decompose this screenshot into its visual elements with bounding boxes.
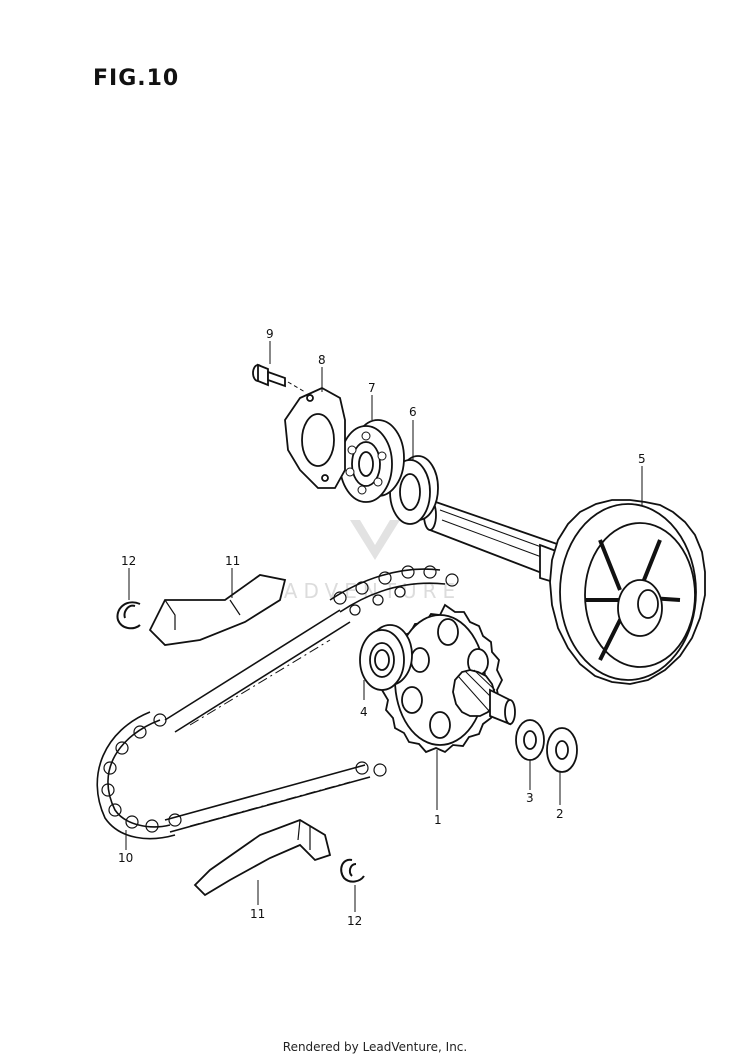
chain <box>96 565 459 840</box>
callout-1: 1 <box>434 813 442 827</box>
callout-5: 5 <box>638 452 646 466</box>
callout-12-lower: 12 <box>347 914 362 928</box>
chain-guide-upper <box>148 574 287 646</box>
washers <box>515 719 578 773</box>
figure-title: FIG.10 <box>93 66 180 91</box>
retainer-plate <box>284 386 346 489</box>
callout-8: 8 <box>318 353 326 367</box>
callout-12-upper: 12 <box>121 554 136 568</box>
callout-10: 10 <box>118 851 133 865</box>
footer-credit: Rendered by LeadVenture, Inc. <box>282 1040 468 1054</box>
callout-11-upper: 11 <box>225 554 240 568</box>
callout-4: 4 <box>360 705 368 719</box>
driven-gear-shaft <box>423 498 706 685</box>
bolt <box>252 363 306 393</box>
callout-11-lower: 11 <box>250 907 265 921</box>
callout-9: 9 <box>266 327 274 341</box>
bearing-left <box>359 624 413 691</box>
callout-6: 6 <box>409 405 417 419</box>
leader-lines <box>125 341 643 912</box>
drive-sprocket <box>380 603 516 754</box>
callout-numbers: 9 8 7 6 5 4 1 3 2 12 11 10 11 12 <box>118 327 646 928</box>
callout-2: 2 <box>556 807 564 821</box>
chain-guide-lower <box>193 819 332 897</box>
callout-7: 7 <box>368 381 376 395</box>
callout-3: 3 <box>526 791 534 805</box>
clips <box>116 601 365 883</box>
